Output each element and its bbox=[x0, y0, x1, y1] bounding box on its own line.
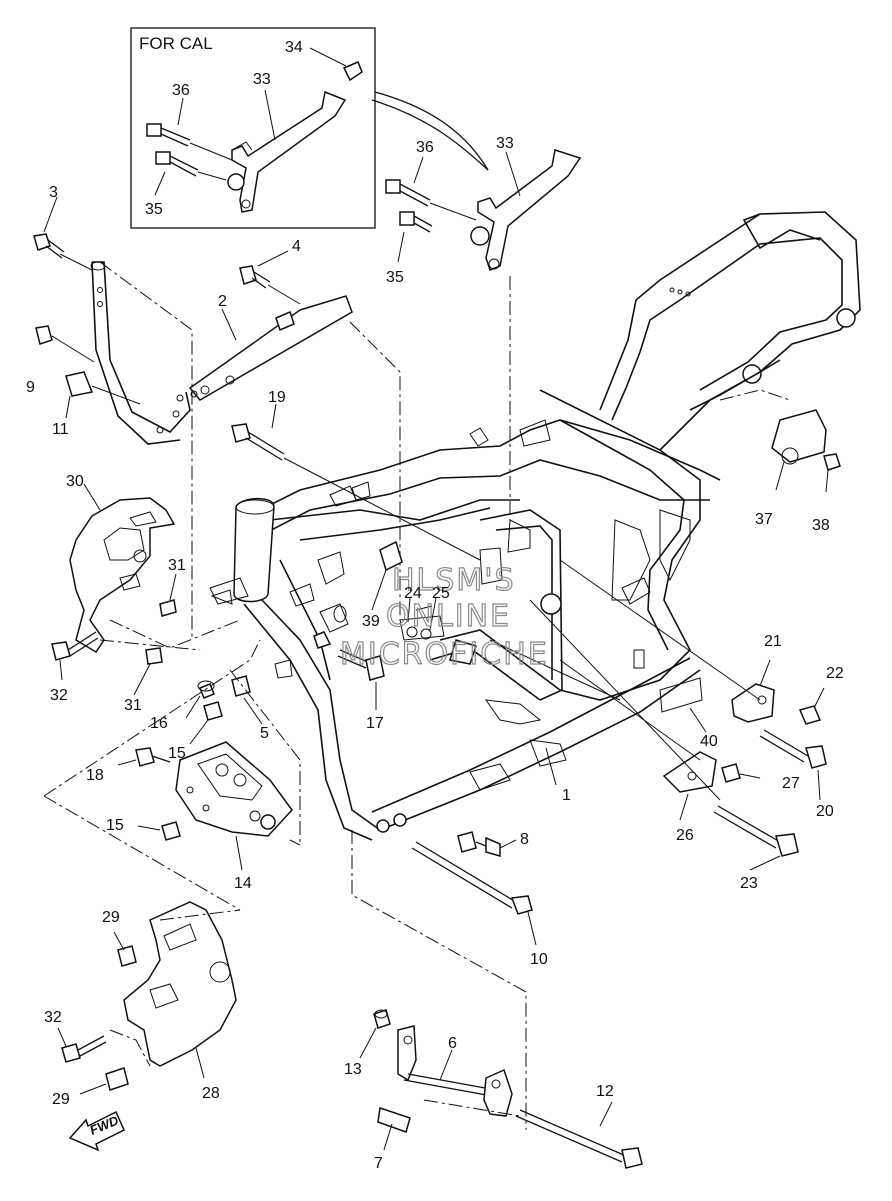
part-number-7: 7 bbox=[374, 1155, 383, 1172]
part-number-3: 3 bbox=[49, 184, 58, 201]
upper-engine-bracket bbox=[385, 149, 582, 520]
inset-title: FOR CAL bbox=[139, 34, 213, 53]
lower-rod-1 bbox=[351, 639, 621, 1130]
right-side-fasteners bbox=[529, 389, 841, 871]
part-number-35-inset: 35 bbox=[145, 201, 163, 218]
part-number-8: 8 bbox=[520, 831, 529, 848]
part-number-12: 12 bbox=[596, 1083, 614, 1100]
part-number-15a: 15 bbox=[168, 745, 186, 762]
part-number-21: 21 bbox=[764, 633, 782, 650]
part-number-6: 6 bbox=[448, 1035, 457, 1052]
stand-assembly bbox=[359, 1009, 643, 1169]
part-number-32a: 32 bbox=[50, 687, 68, 704]
part-number-17: 17 bbox=[366, 715, 384, 732]
part-number-27: 27 bbox=[782, 775, 800, 792]
part-number-35: 35 bbox=[386, 269, 404, 286]
bracket-14 bbox=[43, 639, 301, 911]
part-number-26: 26 bbox=[676, 827, 694, 844]
part-number-31b: 31 bbox=[124, 697, 142, 714]
part-number-37: 37 bbox=[755, 511, 773, 528]
side-cover-28 bbox=[57, 901, 241, 1095]
part-number-33: 33 bbox=[496, 135, 514, 152]
part-number-4: 4 bbox=[292, 238, 301, 255]
for-cal-inset: FOR CAL bbox=[130, 27, 489, 229]
part-number-13: 13 bbox=[344, 1061, 362, 1078]
part-number-11: 11 bbox=[52, 421, 69, 438]
part-number-34: 34 bbox=[285, 39, 303, 56]
part-number-15b: 15 bbox=[106, 817, 124, 834]
watermark-line-2: ONLINE bbox=[386, 599, 511, 634]
part-number-20: 20 bbox=[816, 803, 834, 820]
part-number-39: 39 bbox=[362, 613, 380, 630]
part-number-23: 23 bbox=[740, 875, 758, 892]
part-number-29a: 29 bbox=[102, 909, 120, 926]
part-number-29b: 29 bbox=[52, 1091, 70, 1108]
front-mount-pipes bbox=[33, 196, 401, 640]
part-number-10: 10 bbox=[530, 951, 548, 968]
side-cover-30 bbox=[69, 483, 241, 696]
fwd-arrow: FWD bbox=[68, 1110, 125, 1152]
part-number-18: 18 bbox=[86, 767, 104, 784]
bolt-19 bbox=[231, 403, 481, 561]
part-number-22: 22 bbox=[826, 665, 844, 682]
part-number-16: 16 bbox=[150, 715, 168, 732]
part-number-38: 38 bbox=[812, 517, 830, 534]
part-number-33-inset: 33 bbox=[253, 71, 271, 88]
part-number-40: 40 bbox=[700, 733, 718, 750]
part-number-30: 30 bbox=[66, 473, 84, 490]
part-number-2: 2 bbox=[218, 293, 227, 310]
part-number-31a: 31 bbox=[168, 557, 186, 574]
part-number-9: 9 bbox=[26, 379, 35, 396]
part-number-24: 24 bbox=[404, 585, 422, 602]
bolt-36-inset bbox=[146, 123, 233, 161]
part-number-19: 19 bbox=[268, 389, 286, 406]
part-number-28: 28 bbox=[202, 1085, 220, 1102]
part-number-36-inset: 36 bbox=[172, 82, 190, 99]
part-number-25: 25 bbox=[432, 585, 450, 602]
watermark-line-3: MICROFICHE bbox=[340, 637, 549, 672]
watermark: HLSM'S ONLINE MICROFICHE bbox=[339, 562, 549, 672]
bolt-35-inset bbox=[155, 151, 227, 181]
bolt-32-upper bbox=[51, 631, 99, 681]
part-number-36: 36 bbox=[416, 139, 434, 156]
rear-frame-loop bbox=[539, 211, 861, 701]
part-number-32b: 32 bbox=[44, 1009, 62, 1026]
part-number-1: 1 bbox=[562, 787, 571, 804]
watermark-line-1: HLSM'S bbox=[392, 563, 516, 598]
part-number-5: 5 bbox=[260, 725, 269, 742]
parts-24-25-39 bbox=[371, 540, 437, 631]
main-frame bbox=[209, 419, 721, 841]
part-number-14: 14 bbox=[234, 875, 252, 892]
bolt-17 bbox=[313, 631, 385, 710]
